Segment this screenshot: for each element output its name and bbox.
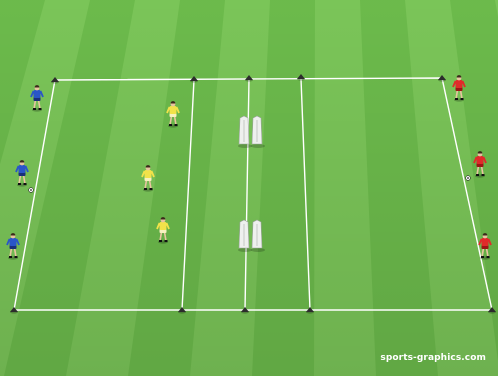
watermark: sports-graphics.com bbox=[380, 353, 486, 363]
ball bbox=[466, 176, 471, 181]
ball bbox=[29, 188, 34, 193]
